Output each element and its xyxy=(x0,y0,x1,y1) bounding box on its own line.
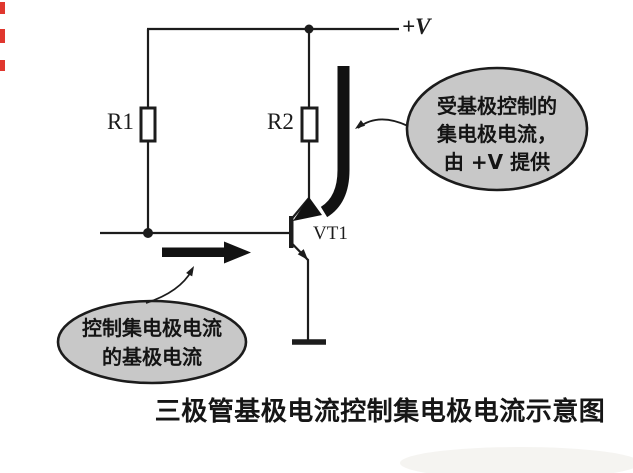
callout-leader-base-icon xyxy=(145,266,194,304)
transistor-base-bar xyxy=(289,216,294,248)
callout-collector-text: 受基极控制的 集电极电流， 由 +V 提供 xyxy=(405,92,589,176)
diagram-caption: 三极管基极电流控制集电极电流示意图 xyxy=(154,397,606,427)
scan-smudge xyxy=(400,447,633,473)
callout-leader-collector-icon xyxy=(355,118,409,129)
collector-current-arrow-icon xyxy=(293,66,350,221)
junction-dot-base xyxy=(143,228,153,238)
junction-dot-top xyxy=(304,24,314,34)
red-edge-marks-icon xyxy=(0,2,5,71)
callout-collector-line-1: 受基极控制的 xyxy=(437,94,557,118)
power-label: +V xyxy=(402,14,431,39)
r2-resistor-box xyxy=(300,106,319,143)
r1-label: R1 xyxy=(107,109,134,134)
callout-base-line-2: 的基极电流 xyxy=(102,345,202,369)
base-current-arrow-icon xyxy=(162,241,251,264)
callout-base-text: 控制集电极电流 的基极电流 xyxy=(56,314,248,372)
callout-collector-line-2: 集电极电流， xyxy=(437,122,557,146)
transistor-label: VT1 xyxy=(313,223,348,244)
callout-collector-line-3: 由 +V 提供 xyxy=(443,150,551,174)
r1-resistor-box xyxy=(139,106,157,143)
callout-bubble-collector xyxy=(405,66,589,192)
r2-label: R2 xyxy=(267,109,294,134)
emitter-arrowhead-icon xyxy=(297,249,308,260)
callout-base-line-1: 控制集电极电流 xyxy=(82,316,222,340)
